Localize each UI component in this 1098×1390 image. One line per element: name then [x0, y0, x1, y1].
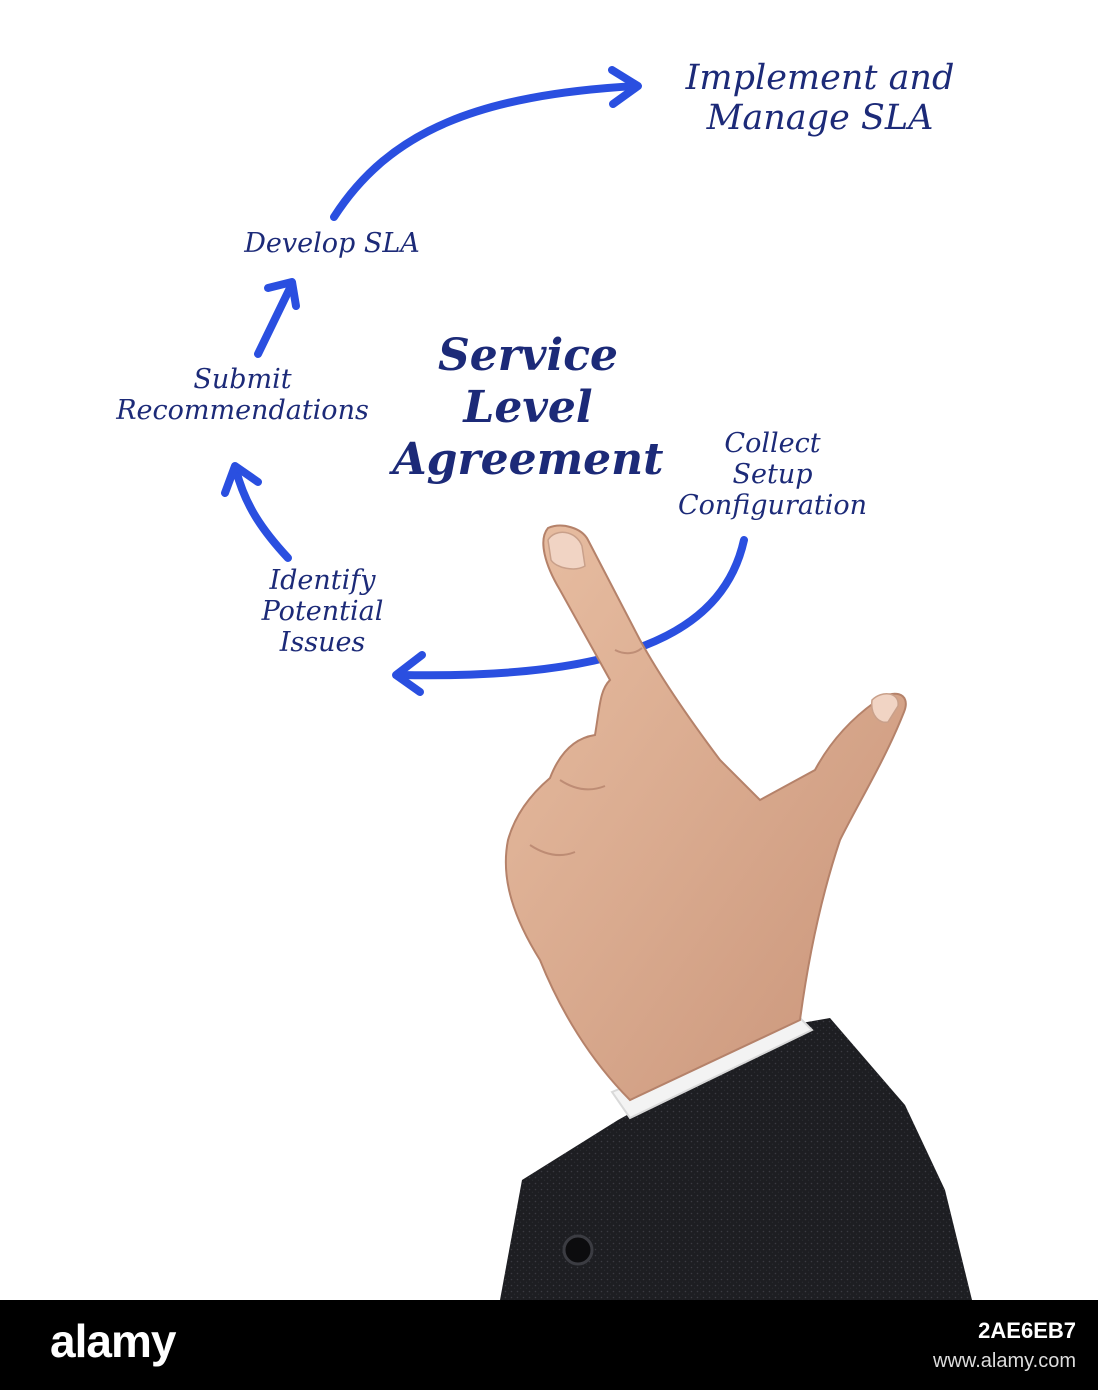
fingernail [547, 531, 586, 570]
image-id: 2AE6EB7 [978, 1318, 1076, 1343]
arrow-identify-to-submit [232, 466, 292, 562]
diagram-graphics [221, 66, 972, 1300]
arrow-collect-to-identify [396, 536, 748, 680]
step-implement-manage-sla: Implement and Manage SLA [685, 58, 955, 139]
jacket-sleeve [500, 1018, 972, 1300]
site-url: www.alamy.com [933, 1350, 1076, 1372]
step-develop-sla: Develop SLA [244, 228, 420, 259]
brand-logo: alamy [50, 1315, 176, 1367]
thumbnail [871, 693, 899, 724]
arrow-develop-to-implement [330, 82, 640, 221]
jacket-button [562, 1234, 594, 1266]
step-identify-potential-issues: Identify Potential Issues [261, 565, 384, 659]
step-collect-setup-configuration: Collect Setup Configuration [677, 428, 868, 522]
step-submit-recommendations: Submit Recommendations [116, 364, 369, 427]
hand [504, 524, 907, 1102]
arrow-identify-to-submit-head [221, 462, 262, 497]
arrow-collect-to-identify-head [392, 651, 426, 696]
arrow-submit-to-develop [254, 284, 294, 358]
diagram-canvas: Implement and Manage SLA Develop SLA Sub… [116, 58, 972, 1300]
watermark-footer: alamy 2AE6EB7 www.alamy.com [0, 1300, 1098, 1390]
diagram-title: Service Level Agreement [392, 330, 664, 485]
arrow-submit-to-develop-head [264, 278, 300, 310]
arrow-develop-to-implement-head [608, 66, 642, 108]
